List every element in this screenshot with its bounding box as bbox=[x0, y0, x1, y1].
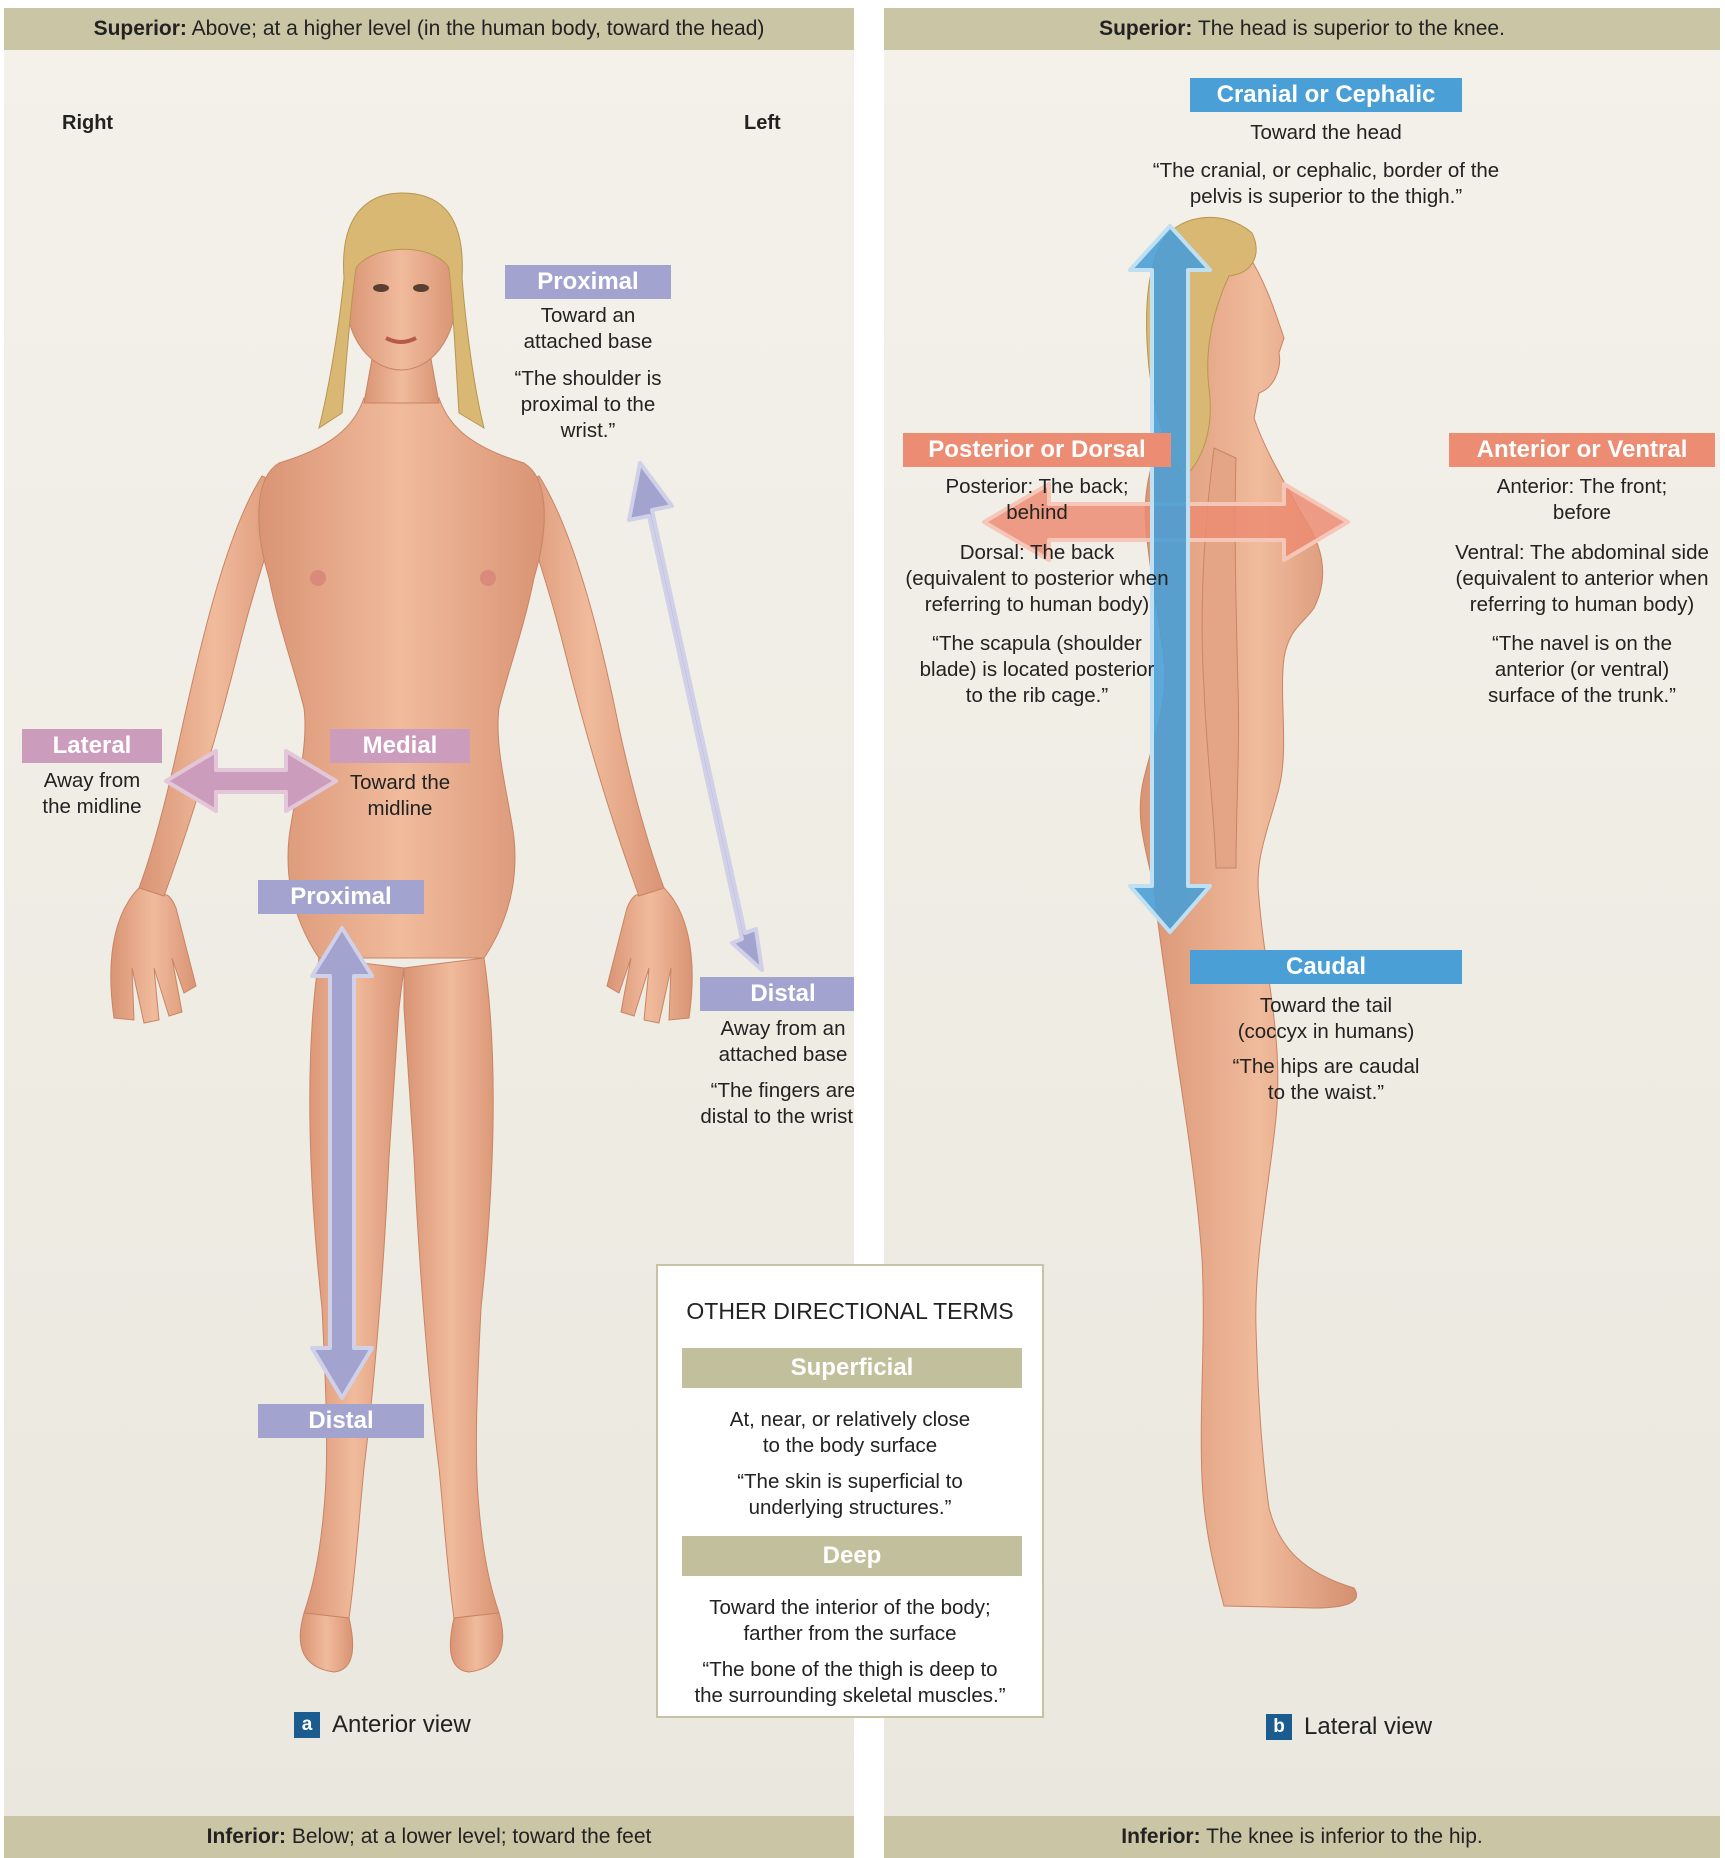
ventral-definition-line: Ventral: The abdominal side bbox=[1442, 540, 1720, 566]
posterior-example: “The scapula (shoulder blade) is located… bbox=[897, 631, 1177, 709]
posterior-definition-line: behind bbox=[897, 500, 1177, 526]
lateral-view-caption: b Lateral view bbox=[1266, 1713, 1432, 1741]
anterior-label: Anterior or Ventral bbox=[1449, 433, 1715, 467]
caudal-example: “The hips are caudal to the waist.” bbox=[1166, 1054, 1486, 1106]
cranial-example-line: pelvis is superior to the thigh.” bbox=[1106, 184, 1546, 210]
posterior-example-line: “The scapula (shoulder bbox=[897, 631, 1177, 657]
lateral-label: Lateral bbox=[22, 729, 162, 763]
anterior-example-line: “The navel is on the bbox=[1442, 631, 1720, 657]
superficial-definition-line: to the body surface bbox=[658, 1433, 1042, 1459]
caudal-example-line: to the waist.” bbox=[1166, 1080, 1486, 1106]
anterior-example-line: anterior (or ventral) bbox=[1442, 657, 1720, 683]
anterior-definition: Anterior: The front; before bbox=[1442, 474, 1720, 526]
proximal-example-line: proximal to the bbox=[488, 392, 688, 418]
lateral-definition: Away from the midline bbox=[12, 768, 172, 820]
dorsal-definition-line: (equivalent to posterior when bbox=[897, 566, 1177, 592]
superficial-example: “The skin is superficial to underlying s… bbox=[658, 1469, 1042, 1521]
proximal-example-line: “The shoulder is bbox=[488, 366, 688, 392]
deep-label: Deep bbox=[682, 1536, 1022, 1576]
inferior-definition: Below; at a lower level; toward the feet bbox=[292, 1825, 652, 1848]
dorsal-definition-line: referring to human body) bbox=[897, 592, 1177, 618]
inferior-term: Inferior: bbox=[207, 1825, 286, 1848]
view-badge-a: a bbox=[294, 1712, 320, 1738]
lateral-definition-line: the midline bbox=[12, 794, 172, 820]
distal-example-line: “The fingers are bbox=[673, 1078, 854, 1104]
dorsal-definition: Dorsal: The back (equivalent to posterio… bbox=[897, 540, 1177, 618]
medial-label: Medial bbox=[330, 729, 470, 763]
anterior-example: “The navel is on the anterior (or ventra… bbox=[1442, 631, 1720, 709]
proximal-label-upper: Proximal bbox=[505, 265, 671, 299]
cranial-example-line: “The cranial, or cephalic, border of the bbox=[1106, 158, 1546, 184]
posterior-definition: Posterior: The back; behind bbox=[897, 474, 1177, 526]
view-badge-b: b bbox=[1266, 1714, 1292, 1740]
caudal-label: Caudal bbox=[1190, 950, 1462, 984]
caudal-definition: Toward the tail (coccyx in humans) bbox=[1166, 993, 1486, 1045]
other-terms-heading: OTHER DIRECTIONAL TERMS bbox=[658, 1298, 1042, 1324]
caudal-definition-line: Toward the tail bbox=[1166, 993, 1486, 1019]
superficial-definition-line: At, near, or relatively close bbox=[658, 1407, 1042, 1433]
distal-example-line: distal to the wrist.” bbox=[673, 1104, 854, 1130]
caudal-example-line: “The hips are caudal bbox=[1166, 1054, 1486, 1080]
proximal-definition-line: Toward an bbox=[488, 303, 688, 329]
distal-label-right: Distal bbox=[700, 977, 854, 1011]
cranial-definition: Toward the head bbox=[1106, 120, 1546, 146]
caudal-definition-line: (coccyx in humans) bbox=[1166, 1019, 1486, 1045]
anterior-definition-line: Anterior: The front; bbox=[1442, 474, 1720, 500]
superficial-example-line: “The skin is superficial to bbox=[658, 1469, 1042, 1495]
deep-definition: Toward the interior of the body; farther… bbox=[658, 1595, 1042, 1647]
anterior-view-label: Anterior view bbox=[332, 1711, 471, 1739]
inferior-definition-bar: Inferior: Below; at a lower level; towar… bbox=[4, 1816, 854, 1858]
proximal-label-lower: Proximal bbox=[258, 880, 424, 914]
inferior-example-bar: Inferior: The knee is inferior to the hi… bbox=[884, 1816, 1720, 1858]
dorsal-definition-line: Dorsal: The back bbox=[897, 540, 1177, 566]
anterior-example-line: surface of the trunk.” bbox=[1442, 683, 1720, 709]
deep-definition-line: Toward the interior of the body; bbox=[658, 1595, 1042, 1621]
other-directional-terms-box: OTHER DIRECTIONAL TERMS Superficial At, … bbox=[656, 1264, 1044, 1718]
inferior-example: The knee is inferior to the hip. bbox=[1206, 1825, 1483, 1848]
distal-definition-line: attached base bbox=[673, 1042, 854, 1068]
proximal-example: “The shoulder is proximal to the wrist.” bbox=[488, 366, 688, 444]
distal-definition: Away from an attached base bbox=[673, 1016, 854, 1068]
deep-example: “The bone of the thigh is deep to the su… bbox=[658, 1657, 1042, 1709]
superficial-label: Superficial bbox=[682, 1348, 1022, 1388]
inferior-term: Inferior: bbox=[1121, 1825, 1200, 1848]
ventral-definition: Ventral: The abdominal side (equivalent … bbox=[1442, 540, 1720, 618]
deep-example-line: “The bone of the thigh is deep to bbox=[658, 1657, 1042, 1683]
medial-definition-line: Toward the bbox=[320, 770, 480, 796]
ventral-definition-line: referring to human body) bbox=[1442, 592, 1720, 618]
anterior-view-caption: a Anterior view bbox=[294, 1711, 471, 1739]
posterior-example-line: blade) is located posterior bbox=[897, 657, 1177, 683]
lateral-definition-line: Away from bbox=[12, 768, 172, 794]
cranial-label: Cranial or Cephalic bbox=[1190, 78, 1462, 112]
medial-definition-line: midline bbox=[320, 796, 480, 822]
lateral-view-label: Lateral view bbox=[1304, 1713, 1432, 1741]
posterior-definition-line: Posterior: The back; bbox=[897, 474, 1177, 500]
cranial-example: “The cranial, or cephalic, border of the… bbox=[1106, 158, 1546, 210]
deep-example-line: the surrounding skeletal muscles.” bbox=[658, 1683, 1042, 1709]
posterior-label: Posterior or Dorsal bbox=[903, 433, 1171, 467]
superficial-definition: At, near, or relatively close to the bod… bbox=[658, 1407, 1042, 1459]
proximal-example-line: wrist.” bbox=[488, 418, 688, 444]
proximal-definition-line: attached base bbox=[488, 329, 688, 355]
proximal-definition: Toward an attached base bbox=[488, 303, 688, 355]
superficial-example-line: underlying structures.” bbox=[658, 1495, 1042, 1521]
anterior-definition-line: before bbox=[1442, 500, 1720, 526]
ventral-definition-line: (equivalent to anterior when bbox=[1442, 566, 1720, 592]
deep-definition-line: farther from the surface bbox=[658, 1621, 1042, 1647]
distal-example: “The fingers are distal to the wrist.” bbox=[673, 1078, 854, 1130]
distal-label-lower: Distal bbox=[258, 1404, 424, 1438]
medial-definition: Toward the midline bbox=[320, 770, 480, 822]
posterior-example-line: to the rib cage.” bbox=[897, 683, 1177, 709]
distal-definition-line: Away from an bbox=[673, 1016, 854, 1042]
